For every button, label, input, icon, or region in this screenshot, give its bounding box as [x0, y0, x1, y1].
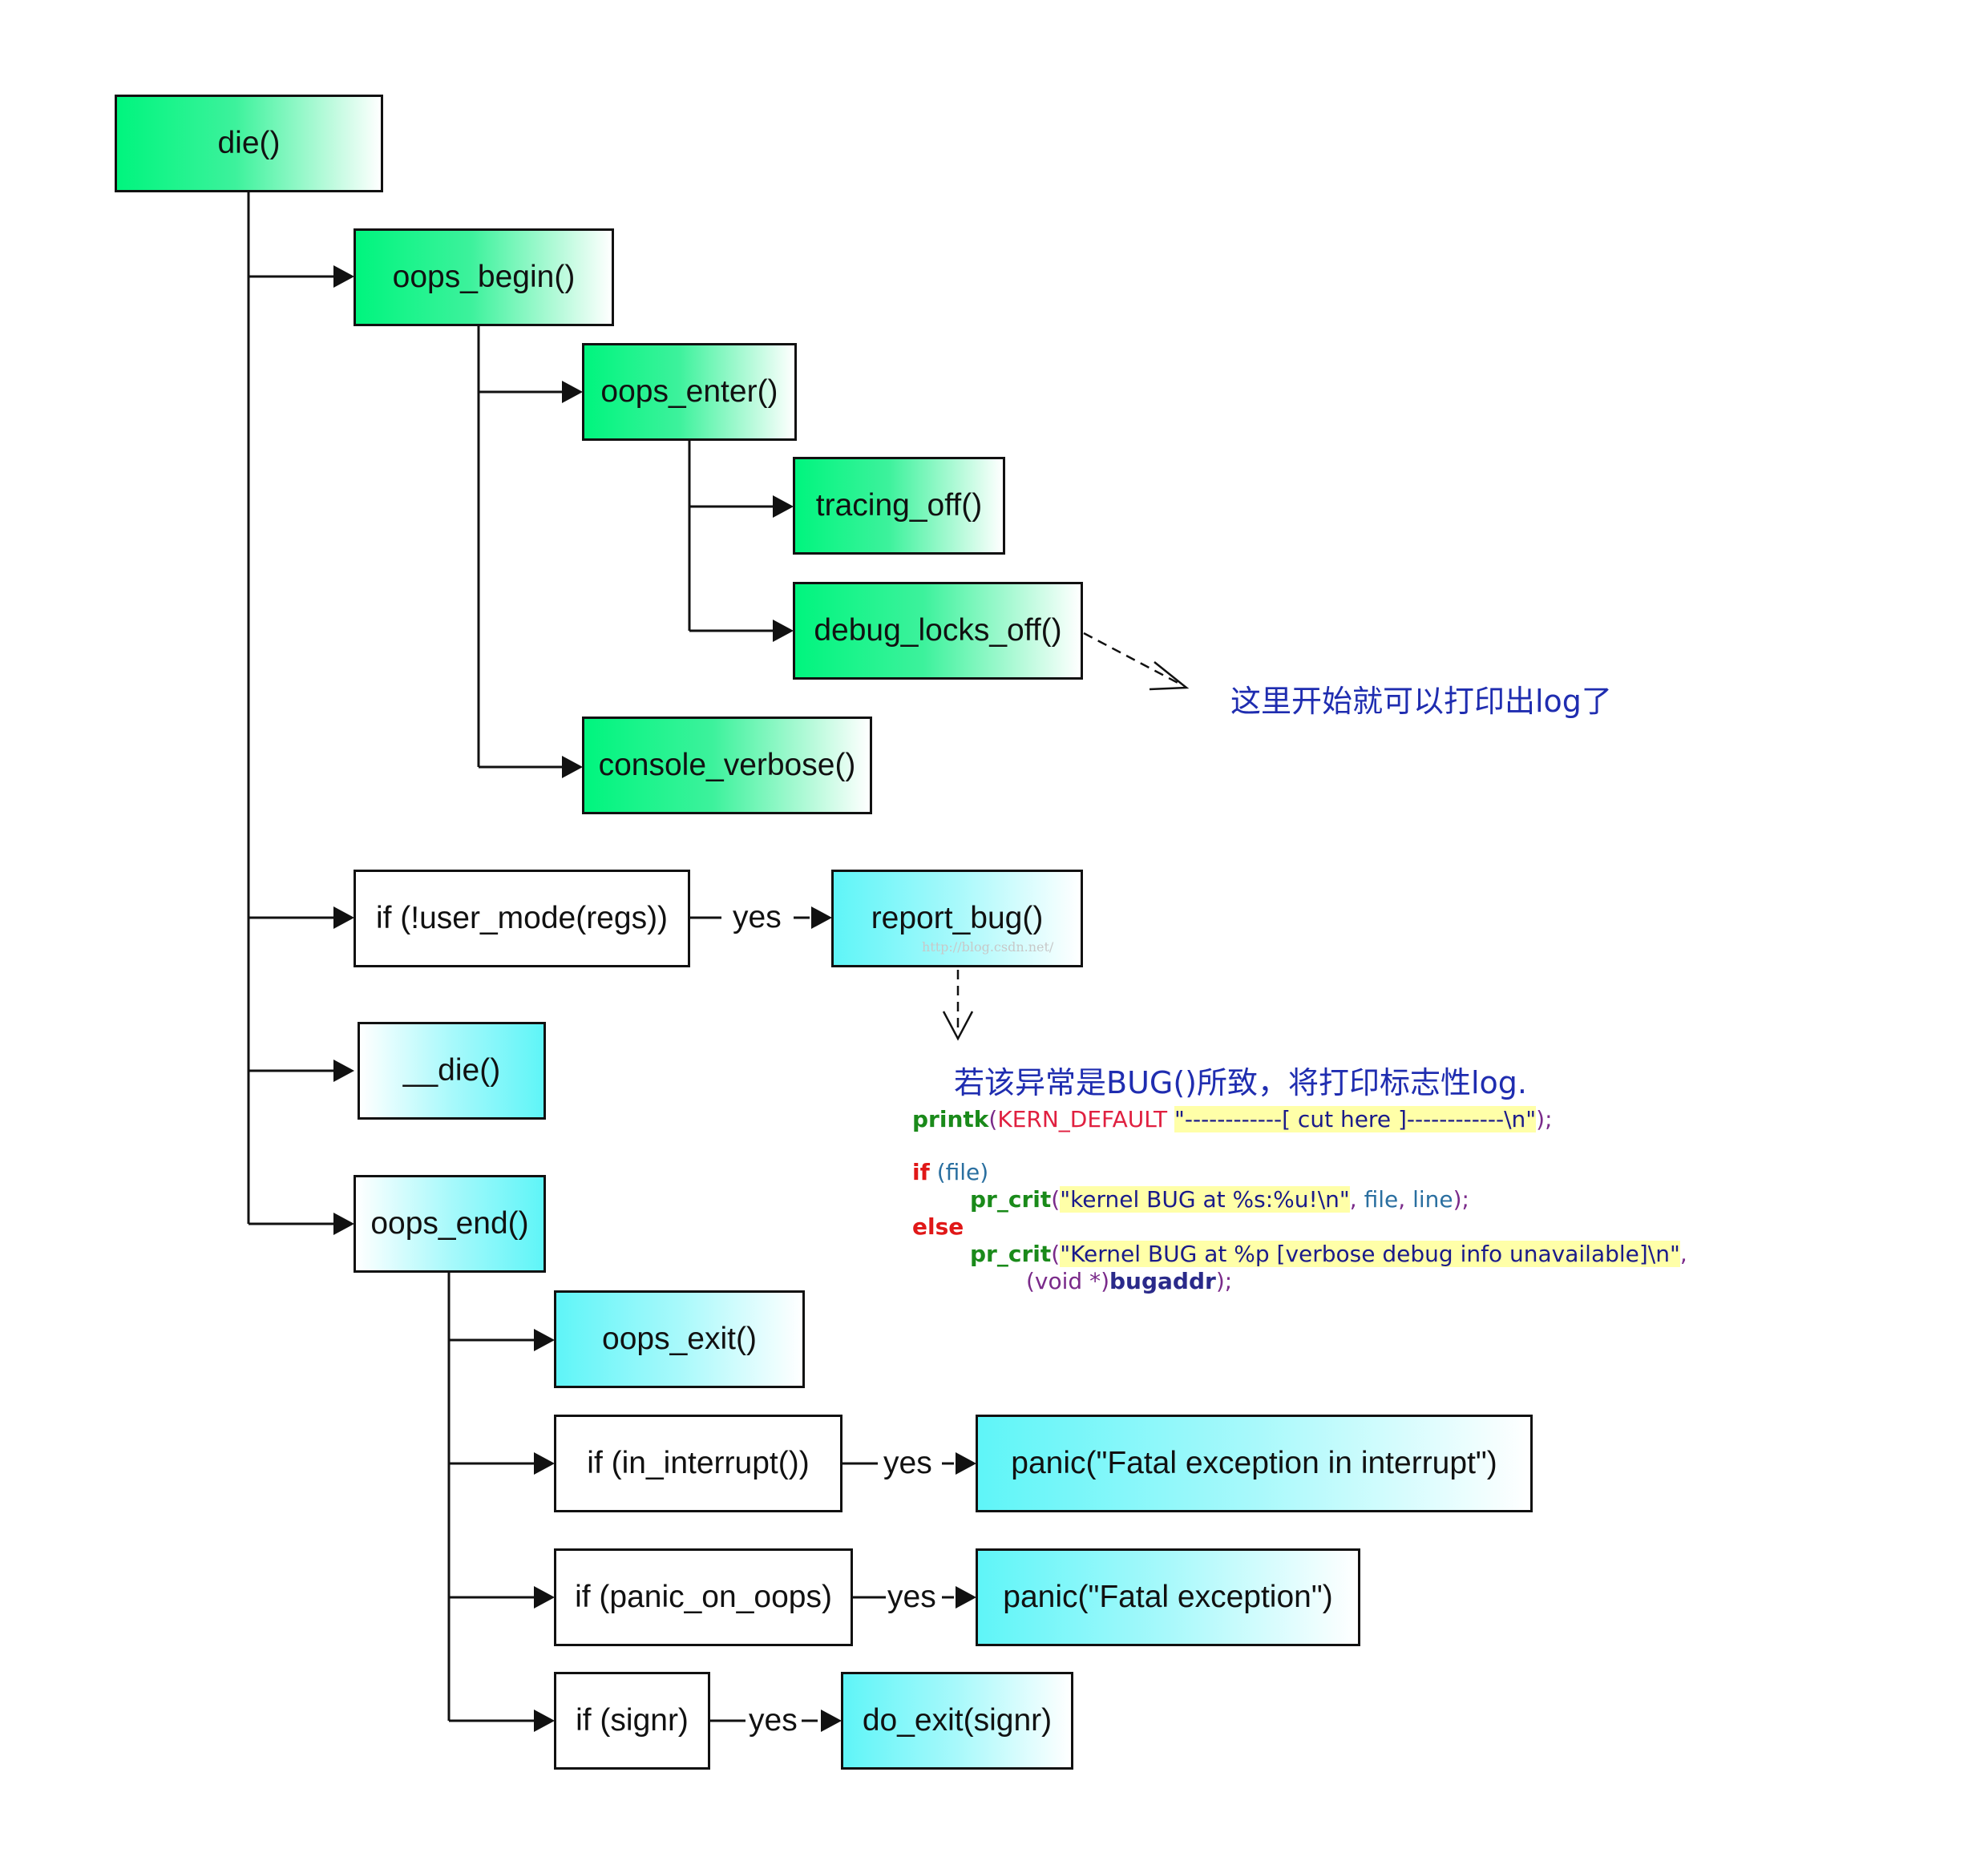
node-oops-enter: oops_enter() — [582, 343, 797, 441]
code-line-2: if (file) — [912, 1159, 988, 1186]
code-line-4: else — [912, 1213, 964, 1241]
code-bugaddr: bugaddr — [1109, 1268, 1216, 1294]
code-pr-crit: pr_crit — [970, 1241, 1052, 1267]
code-line-1: printk(KERN_DEFAULT "------------[ cut h… — [912, 1106, 1553, 1132]
node-panic-fatal: panic("Fatal exception") — [976, 1548, 1360, 1646]
code-line: line — [1412, 1186, 1453, 1213]
node-console-verbose: console_verbose() — [582, 717, 872, 814]
node-if-signr: if (signr) — [554, 1672, 710, 1770]
note-log-start: 这里开始就可以打印出log了 — [1230, 684, 1612, 719]
node-die: die() — [115, 95, 383, 192]
code-kern-default: KERN_DEFAULT — [997, 1106, 1168, 1132]
code-bug-fmt2: "Kernel BUG at %p [verbose debug info un… — [1060, 1241, 1680, 1267]
node-if-in-interrupt: if (in_interrupt()) — [554, 1415, 842, 1512]
node-panic-interrupt: panic("Fatal exception in interrupt") — [976, 1415, 1533, 1512]
edge-label-yes: yes — [886, 1580, 938, 1615]
edge-label-yes: yes — [882, 1446, 934, 1481]
watermark: http://blog.csdn.net/ — [922, 939, 1054, 955]
code-file: file — [1364, 1186, 1399, 1213]
edge-label-yes: yes — [731, 900, 783, 935]
note-bug-cause: 若该异常是BUG()所致，将打印标志性log. — [954, 1065, 1527, 1100]
node-if-user-mode: if (!user_mode(regs)) — [354, 870, 690, 967]
code-file-cond: (file) — [936, 1159, 989, 1185]
node-do-exit: do_exit(signr) — [841, 1672, 1073, 1770]
code-pr-crit: pr_crit — [970, 1186, 1052, 1213]
code-else: else — [912, 1213, 964, 1240]
node-report-bug: report_bug() — [831, 870, 1083, 967]
node-__die: __die() — [358, 1022, 546, 1120]
node-if-panic-on-oops: if (panic_on_oops) — [554, 1548, 853, 1646]
node-oops-begin: oops_begin() — [354, 228, 614, 326]
edge-label-yes: yes — [747, 1703, 799, 1738]
code-line-5: pr_crit("Kernel BUG at %p [verbose debug… — [970, 1241, 1687, 1267]
node-oops-exit: oops_exit() — [554, 1290, 805, 1388]
code-printk: printk — [912, 1106, 989, 1132]
node-tracing-off: tracing_off() — [793, 457, 1005, 555]
node-oops-end: oops_end() — [354, 1175, 546, 1273]
code-bug-fmt: "kernel BUG at %s:%u!\n" — [1060, 1186, 1350, 1213]
code-line-6: (void *)bugaddr); — [1026, 1268, 1233, 1294]
code-line-3: pr_crit("kernel BUG at %s:%u!\n", file, … — [970, 1186, 1469, 1213]
code-if: if — [912, 1159, 930, 1185]
code-void-cast: (void *) — [1026, 1268, 1110, 1294]
node-debug-locks-off: debug_locks_off() — [793, 582, 1083, 680]
code-cut-here: "------------[ cut here ]------------\n" — [1174, 1106, 1537, 1132]
